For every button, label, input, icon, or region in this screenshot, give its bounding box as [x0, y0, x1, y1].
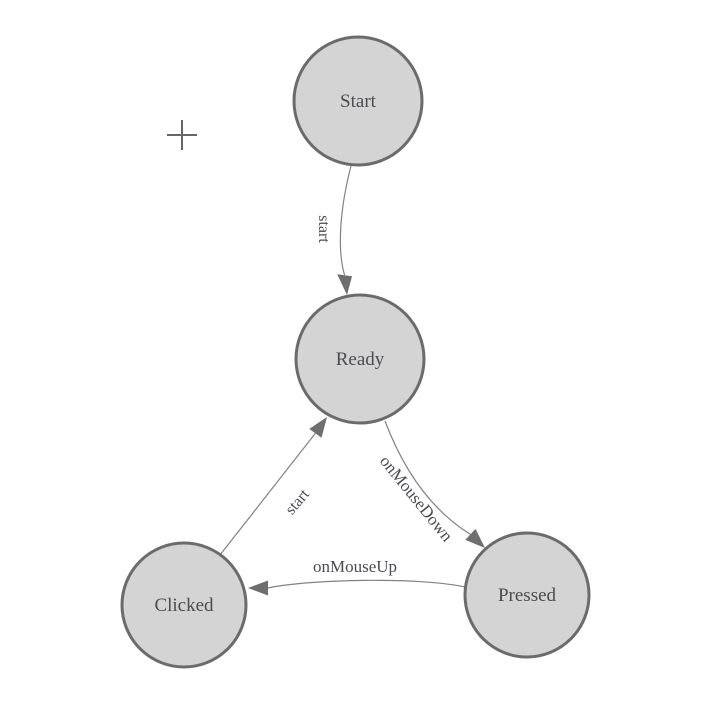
node-ready-circle[interactable] [294, 293, 426, 425]
plus-icon [167, 120, 197, 150]
arrowhead-icon [309, 417, 327, 438]
edge-start-to-ready[interactable]: start [315, 165, 352, 295]
node-clicked[interactable]: Clicked [120, 541, 248, 669]
edge-ready-to-pressed[interactable]: onMouseDown [376, 420, 485, 548]
node-start-circle[interactable] [292, 35, 424, 167]
node-clicked-circle[interactable] [120, 541, 248, 669]
edge-ready-to-pressed-line[interactable] [384, 420, 471, 535]
node-ready-label: Ready [336, 349, 385, 370]
node-clicked-label: Clicked [154, 595, 214, 616]
node-pressed-circle[interactable] [463, 531, 591, 659]
edge-label-onmouseup: onMouseUp [313, 557, 397, 576]
edge-label-start: start [315, 215, 332, 243]
node-start-label: Start [340, 91, 377, 112]
node-ready[interactable]: Ready [294, 293, 426, 425]
edge-label-onmousedown: onMouseDown [376, 452, 457, 546]
node-pressed-label: Pressed [498, 585, 557, 606]
edge-clicked-to-ready[interactable]: start [219, 417, 327, 556]
arrowhead-icon [337, 274, 352, 295]
arrowhead-icon [248, 580, 268, 596]
node-pressed[interactable]: Pressed [463, 531, 591, 659]
edge-pressed-to-clicked-line[interactable] [267, 579, 466, 589]
arrowhead-icon [465, 528, 485, 548]
edge-label-start: start [282, 486, 313, 518]
edge-pressed-to-clicked[interactable]: onMouseUp [248, 557, 466, 596]
edge-start-to-ready-line[interactable] [339, 165, 352, 276]
edge-clicked-to-ready-line[interactable] [219, 432, 316, 556]
node-start[interactable]: Start [292, 35, 424, 167]
